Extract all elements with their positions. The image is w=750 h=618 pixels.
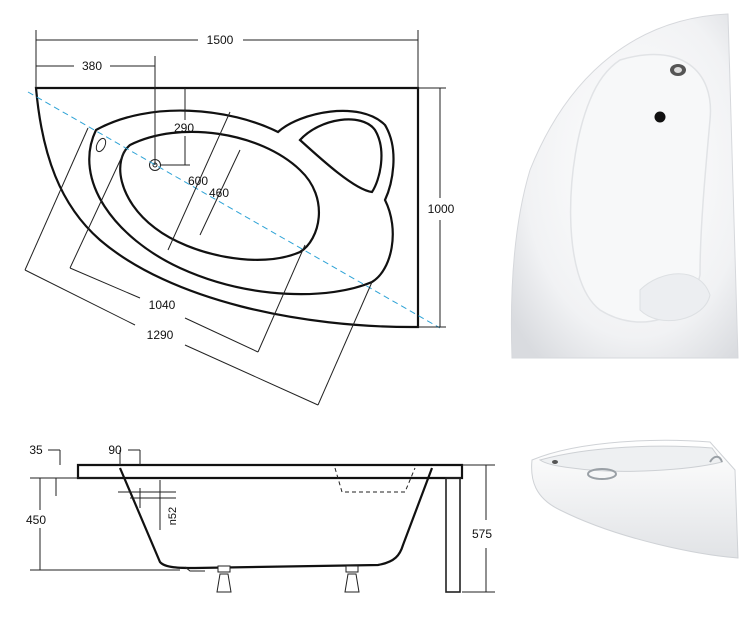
dim-inner-depth: 450 [26, 513, 46, 527]
dim-width: 1500 [207, 33, 234, 47]
apron-panel [445, 477, 461, 593]
basin-rim [88, 109, 395, 296]
axis-line [27, 91, 441, 329]
render-top [510, 13, 739, 359]
dim-rim-overhang: 90 [108, 443, 122, 457]
basin-floor [119, 130, 321, 261]
dim-total-height: 575 [472, 527, 492, 541]
rim-profile [76, 463, 464, 480]
dim-depth: 1000 [428, 202, 455, 216]
dim-basin-inner: 600 [188, 174, 208, 188]
headrest [298, 118, 383, 194]
tub-body-profile [118, 467, 434, 570]
dim-drain-x: 380 [82, 59, 102, 73]
dim-length-inner: 1290 [147, 328, 174, 342]
foot-right [344, 565, 360, 593]
foot-left [216, 565, 232, 593]
render-side [531, 439, 739, 559]
dim-drain-diameter: n52 [167, 507, 179, 525]
overflow-hole [95, 137, 107, 153]
dim-drain-y: 290 [174, 121, 194, 135]
dim-rim-thickness: 35 [29, 443, 43, 457]
dim-basin-floor: 460 [209, 186, 229, 200]
side-view: 35 90 450 n52 575 [26, 443, 495, 593]
dim-length-floor: 1040 [149, 298, 176, 312]
tub-outline-top [34, 86, 420, 329]
top-view: 1500 380 290 1000 600 460 1040 1290 [24, 30, 455, 406]
headrest-profile [334, 467, 416, 493]
